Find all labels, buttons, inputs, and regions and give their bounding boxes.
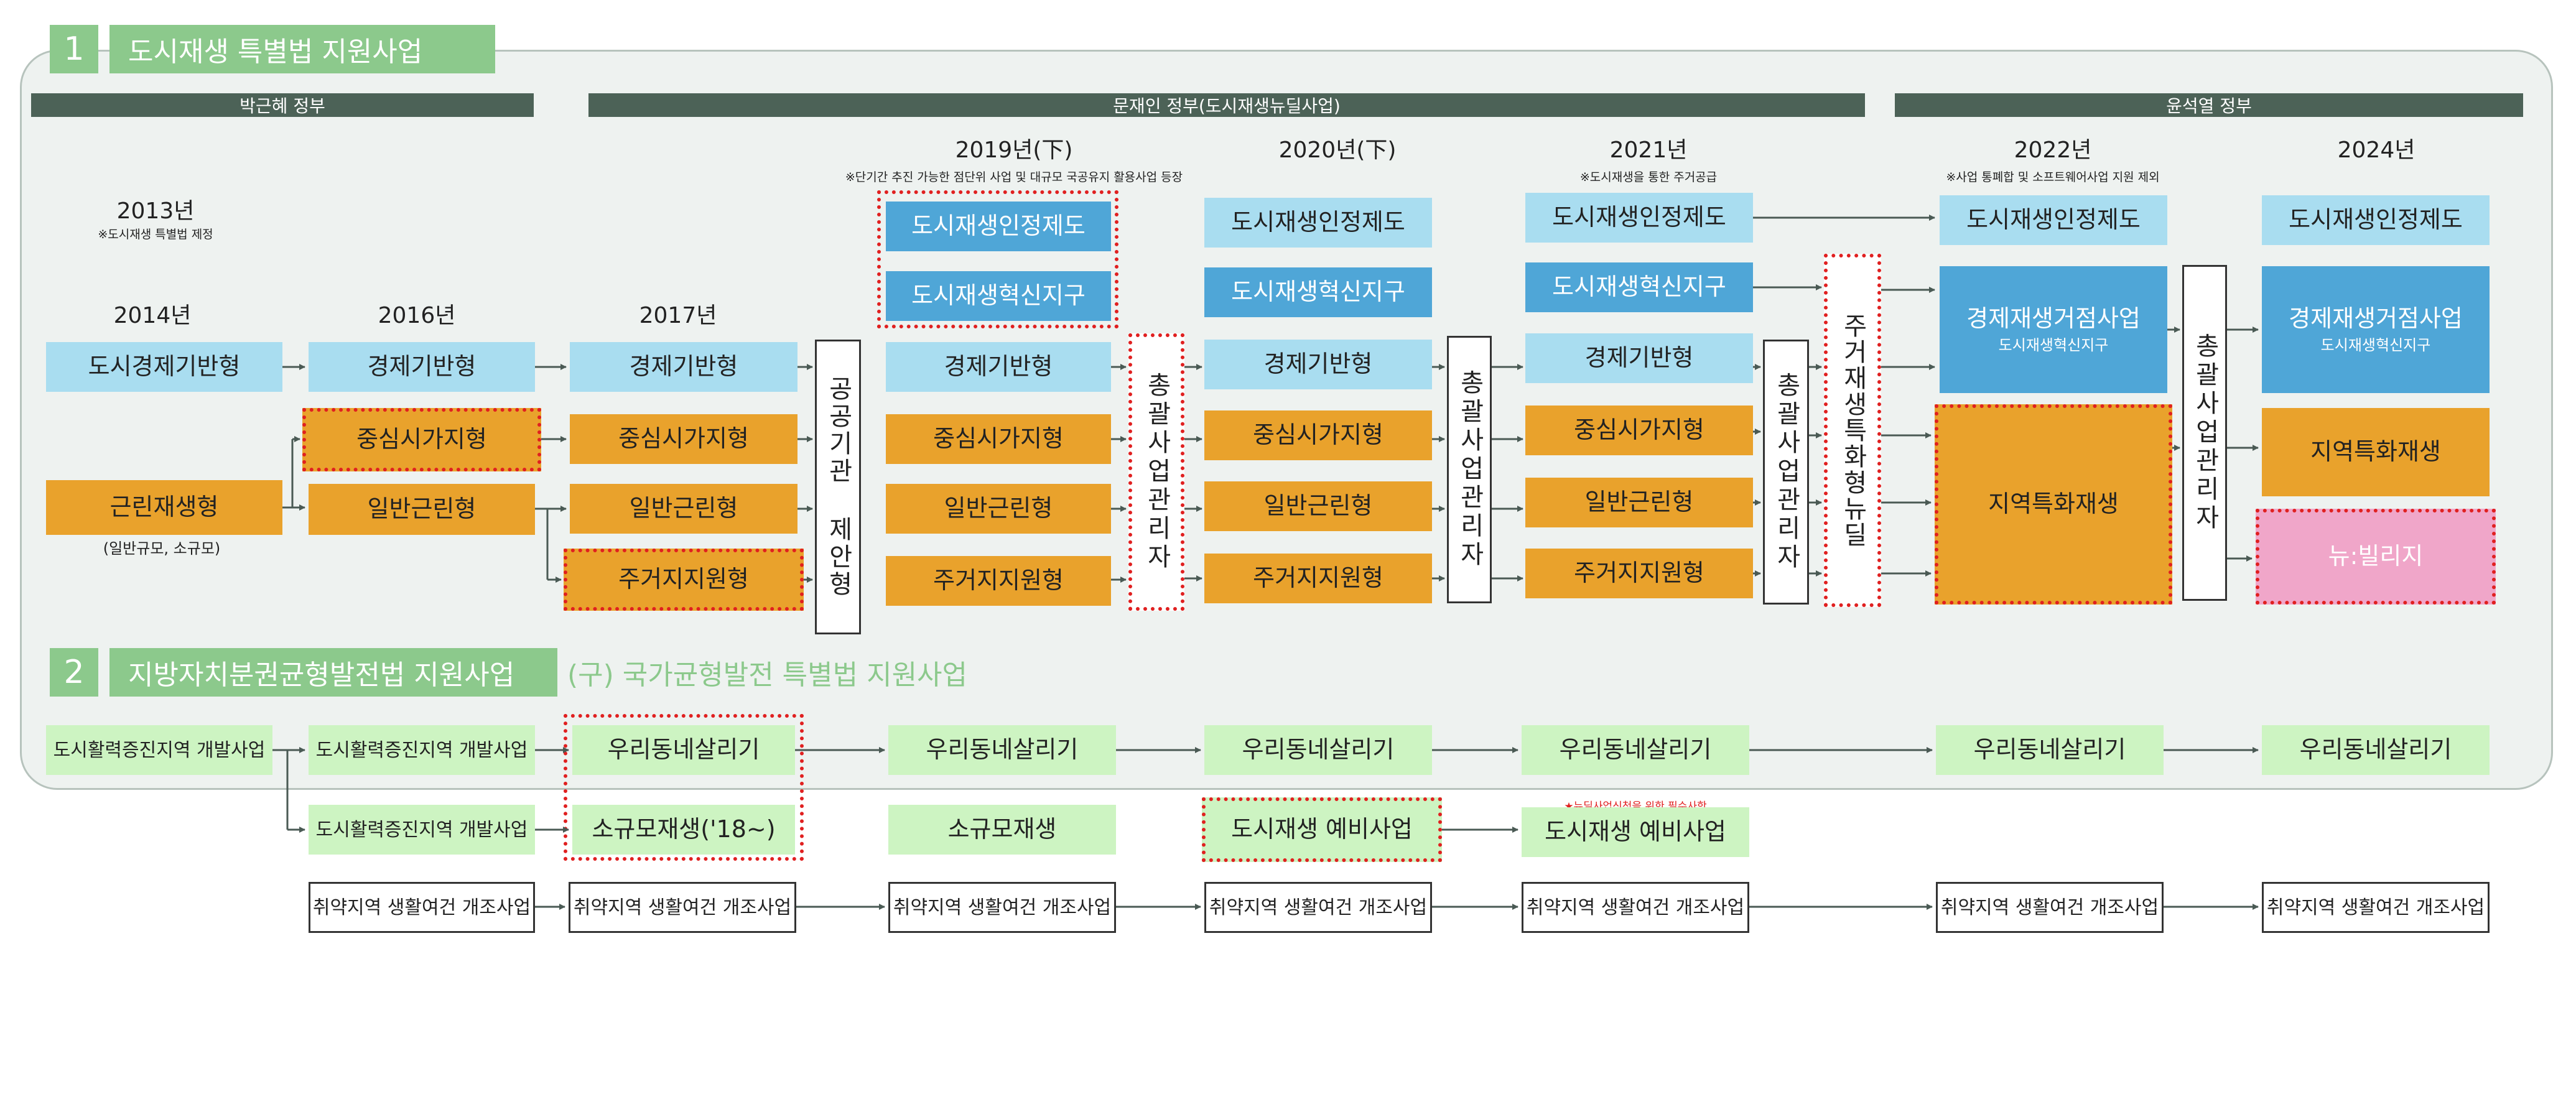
section2-subtitle: (구) 국가균형발전 특별법 지원사업 bbox=[567, 659, 968, 691]
box-2020-innovation: 도시재생혁신지구 bbox=[1204, 267, 1432, 317]
box-2016-center: 중심시가지형 bbox=[302, 408, 541, 471]
box-vulnerable-2016: 취약지역 생활여건 개조사업 bbox=[309, 882, 535, 933]
box-2014-city-econ: 도시경제기반형 bbox=[46, 342, 282, 392]
year-2020: 2020년(下) bbox=[1278, 137, 1397, 163]
box-2020-econ: 경제기반형 bbox=[1204, 340, 1432, 389]
box-2017-small-regen: 소규모재생('18~) bbox=[572, 805, 795, 855]
box-2021-center: 중심시가지형 bbox=[1525, 406, 1753, 455]
box-promotion-2016-a: 도시활력증진지역 개발사업 bbox=[309, 725, 535, 775]
box-2019-general-manager: 총괄사업관리자 bbox=[1128, 333, 1184, 611]
box-2020-pre-project: 도시재생 예비사업 bbox=[1202, 797, 1442, 862]
gov-bar-park: 박근혜 정부 bbox=[31, 93, 534, 117]
year-2021: 2021년 bbox=[1609, 137, 1688, 163]
note-2019: ※단기간 추진 가능한 점단위 사업 및 대규모 국공유지 활용사업 등장 bbox=[845, 170, 1183, 184]
section2-number: 2 bbox=[50, 648, 98, 697]
box-housing-newdeal: 주거재생특화형뉴딜 bbox=[1824, 254, 1881, 607]
box-2017-general: 일반근린형 bbox=[570, 484, 797, 534]
box-2020-general: 일반근린형 bbox=[1204, 481, 1432, 531]
year-2022: 2022년 bbox=[2014, 137, 2092, 163]
box-public-proposal: 공공기관 제안형 bbox=[815, 340, 861, 634]
box-2017-econ: 경제기반형 bbox=[570, 342, 797, 392]
box-2017-our-town: 우리동네살리기 bbox=[572, 725, 795, 775]
box-2022-certification: 도시재생인정제도 bbox=[1940, 195, 2167, 245]
box-vulnerable-2024: 취약지역 생활여건 개조사업 bbox=[2262, 882, 2490, 933]
note-2021: ※도시재생을 통한 주거공급 bbox=[1579, 170, 1718, 184]
box-vulnerable-2017: 취약지역 생활여건 개조사업 bbox=[569, 882, 796, 933]
box-2019-econ: 경제기반형 bbox=[886, 342, 1111, 392]
dash-2019-new bbox=[877, 190, 1118, 328]
box-2022-general-manager: 총괄사업관리자 bbox=[2182, 265, 2227, 601]
year-2013: 2013년 bbox=[116, 198, 195, 224]
box-2019-certification: 도시재생인정제도 bbox=[886, 202, 1111, 251]
box-2021-pre-project: 도시재생 예비사업 bbox=[1522, 807, 1749, 857]
box-2019-center: 중심시가지형 bbox=[886, 414, 1111, 464]
box-2019-residential: 주거지지원형 bbox=[886, 556, 1111, 606]
box-2024-our-town: 우리동네살리기 bbox=[2262, 725, 2490, 775]
box-2021-innovation: 도시재생혁신지구 bbox=[1525, 262, 1753, 312]
box-2021-econ: 경제기반형 bbox=[1525, 333, 1753, 383]
box-promotion-2014: 도시활력증진지역 개발사업 bbox=[46, 725, 272, 775]
box-promotion-2016-b: 도시활력증진지역 개발사업 bbox=[309, 805, 535, 855]
note-2022: ※사업 통폐합 및 소프트웨어사업 지원 제외 bbox=[1946, 170, 2160, 184]
box-2020-center: 중심시가지형 bbox=[1204, 410, 1432, 460]
box-2021-our-town: 우리동네살리기 bbox=[1522, 725, 1749, 775]
box-2019-our-town: 우리동네살리기 bbox=[888, 725, 1116, 775]
section1-title: 도시재생 특별법 지원사업 bbox=[109, 25, 495, 73]
dash-2017-new bbox=[564, 714, 804, 861]
box-2020-our-town: 우리동네살리기 bbox=[1204, 725, 1432, 775]
box-2024-regional: 지역특화재생 bbox=[2262, 408, 2490, 496]
gov-bar-moon: 문재인 정부(도시재생뉴딜사업) bbox=[588, 93, 1865, 117]
year-2017: 2017년 bbox=[639, 303, 717, 328]
box-2024-village: 뉴:빌리지 bbox=[2256, 509, 2496, 605]
box-2020-residential: 주거지지원형 bbox=[1204, 554, 1432, 603]
box-2020-general-manager: 총괄사업관리자 bbox=[1447, 336, 1492, 603]
box-2021-residential: 주거지지원형 bbox=[1525, 549, 1753, 598]
box-2021-general: 일반근린형 bbox=[1525, 478, 1753, 527]
box-vulnerable-2022: 취약지역 생활여건 개조사업 bbox=[1936, 882, 2164, 933]
box-2016-econ: 경제기반형 bbox=[309, 342, 535, 392]
box-2017-center: 중심시가지형 bbox=[570, 414, 797, 464]
box-2019-general: 일반근린형 bbox=[886, 484, 1111, 534]
box-2022-our-town: 우리동네살리기 bbox=[1936, 725, 2164, 775]
box-2016-general: 일반근린형 bbox=[309, 484, 535, 535]
year-2019: 2019년(下) bbox=[955, 137, 1073, 163]
box-vulnerable-2021: 취약지역 생활여건 개조사업 bbox=[1522, 882, 1749, 933]
gov-bar-yoon: 윤석열 정부 bbox=[1895, 93, 2523, 117]
year-2016: 2016년 bbox=[378, 303, 456, 328]
section2-title: 지방자치분권균형발전법 지원사업 bbox=[109, 648, 557, 697]
year-2014: 2014년 bbox=[113, 303, 192, 328]
year-2024: 2024년 bbox=[2337, 137, 2416, 163]
section1-number: 1 bbox=[50, 25, 98, 73]
box-vulnerable-2019: 취약지역 생활여건 개조사업 bbox=[888, 882, 1116, 933]
note-neighborhood: (일반규모, 소규모) bbox=[103, 540, 221, 557]
box-vulnerable-2020: 취약지역 생활여건 개조사업 bbox=[1204, 882, 1432, 933]
box-2019-small-regen: 소규모재생 bbox=[888, 805, 1116, 855]
box-2014-neighborhood: 근린재생형 bbox=[46, 480, 282, 535]
box-2021-general-manager: 총괄사업관리자 bbox=[1763, 340, 1809, 605]
box-2020-certification: 도시재생인정제도 bbox=[1204, 198, 1432, 248]
box-2022-regional: 지역특화재생 bbox=[1935, 404, 2172, 605]
box-2019-innovation: 도시재생혁신지구 bbox=[886, 271, 1111, 321]
box-2024-certification: 도시재생인정제도 bbox=[2262, 195, 2490, 245]
box-2021-certification: 도시재생인정제도 bbox=[1525, 193, 1753, 243]
box-2017-residential: 주거지지원형 bbox=[564, 549, 804, 611]
note-2013: ※도시재생 특별법 제정 bbox=[98, 228, 213, 241]
